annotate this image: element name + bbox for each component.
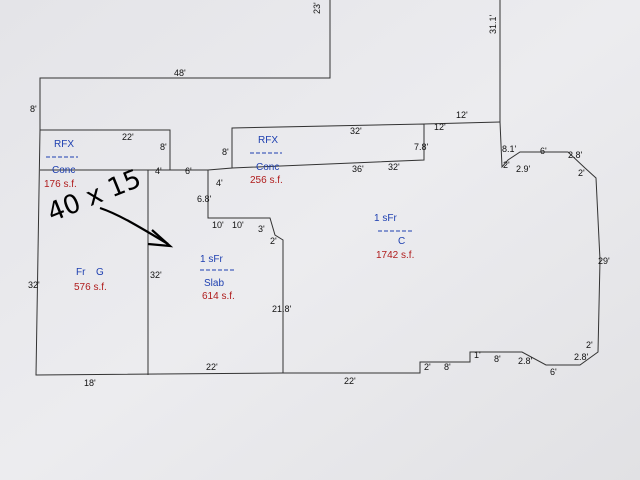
center-wall: [207, 170, 284, 373]
area-code: 1 sFr: [200, 254, 223, 265]
area-label-rfx-rear: RFX Conc 256 s.f.: [250, 135, 283, 186]
dimension-label: 3': [258, 224, 265, 234]
walls: [35, 0, 601, 376]
area-type: G: [96, 267, 104, 278]
dimension-label: 23': [312, 2, 322, 14]
area-size: 576 s.f.: [74, 282, 107, 293]
dimension-label: 2.8': [568, 150, 583, 160]
dimension-label: 6.8': [197, 194, 212, 204]
dimension-label: 6': [185, 166, 192, 176]
dimension-label: 48': [174, 68, 186, 78]
dimension-label: 21.8': [272, 304, 292, 314]
area-size: 1742 s.f.: [376, 250, 414, 261]
dimension-label: 8': [494, 354, 501, 364]
dimension-label: 2': [578, 168, 585, 178]
dimension-label: 22': [122, 132, 134, 142]
area-code: RFX: [54, 139, 74, 150]
dimension-label: 31.1': [488, 14, 498, 34]
dimension-label: 2.8': [574, 352, 589, 362]
area-type: Conc: [52, 165, 75, 176]
area-code: RFX: [258, 135, 278, 146]
dimension-label: 22': [344, 376, 356, 386]
area-label-main: 1 sFr C 1742 s.f.: [374, 213, 414, 261]
handwritten-arrow-head: [147, 229, 174, 248]
handwritten-arrow-line: [99, 206, 169, 245]
rear-porch-wall: [207, 123, 425, 171]
dimension-label: 6': [550, 367, 557, 377]
area-code: 1 sFr: [374, 213, 397, 224]
dimension-label: 6': [540, 146, 547, 156]
dimension-label: 32': [28, 280, 40, 290]
area-type: Conc: [256, 162, 279, 173]
dimension-label: 8': [30, 104, 37, 114]
dimension-label: 12': [434, 122, 446, 132]
dimension-label: 2': [424, 362, 431, 372]
area-type: Slab: [204, 278, 224, 289]
area-size: 256 s.f.: [250, 175, 283, 186]
dimension-label: 32': [388, 162, 400, 172]
area-label-rfx-left: RFX Conc 176 s.f.: [44, 139, 78, 190]
area-code: Fr: [76, 267, 86, 278]
area-label-slab: 1 sFr Slab 614 s.f.: [200, 254, 236, 302]
dimension-label: 2': [270, 236, 277, 246]
dimension-label: 8': [222, 147, 229, 157]
dimension-label: 2': [586, 340, 593, 350]
dimension-label: 18': [84, 378, 96, 388]
dimension-label: 4': [155, 166, 162, 176]
dimension-label: 32': [150, 270, 162, 280]
dimension-label: 8.1': [502, 144, 517, 154]
dimension-label: 32': [350, 126, 362, 136]
upper-corridor-wall: [423, 121, 501, 125]
outer-wall: [35, 0, 601, 376]
area-size: 614 s.f.: [202, 291, 235, 302]
dimension-label: 22': [206, 362, 218, 372]
dimension-label: 10': [212, 220, 224, 230]
dimension-label: 2.8': [518, 356, 533, 366]
dimension-label: 2.9': [516, 164, 531, 174]
dimension-label: 12': [456, 110, 468, 120]
area-type: C: [398, 236, 405, 247]
dimension-labels: 23' 31.1' 48' 8' 22' 8' 32' 12' 12' 7.8'…: [28, 2, 610, 388]
area-size: 176 s.f.: [44, 179, 77, 190]
dimension-label: 4': [216, 178, 223, 188]
dimension-label: 8': [160, 142, 167, 152]
left-porch-wall: [40, 129, 171, 171]
dimension-label: 1': [474, 350, 481, 360]
dimension-label: 36': [352, 164, 364, 174]
dimension-label: 29': [598, 256, 610, 266]
area-label-garage: Fr G 576 s.f.: [74, 267, 107, 293]
dimension-label: 7.8': [414, 142, 429, 152]
dimension-label: 2': [503, 160, 510, 170]
dimension-label: 10': [232, 220, 244, 230]
dimension-label: 8': [444, 362, 451, 372]
